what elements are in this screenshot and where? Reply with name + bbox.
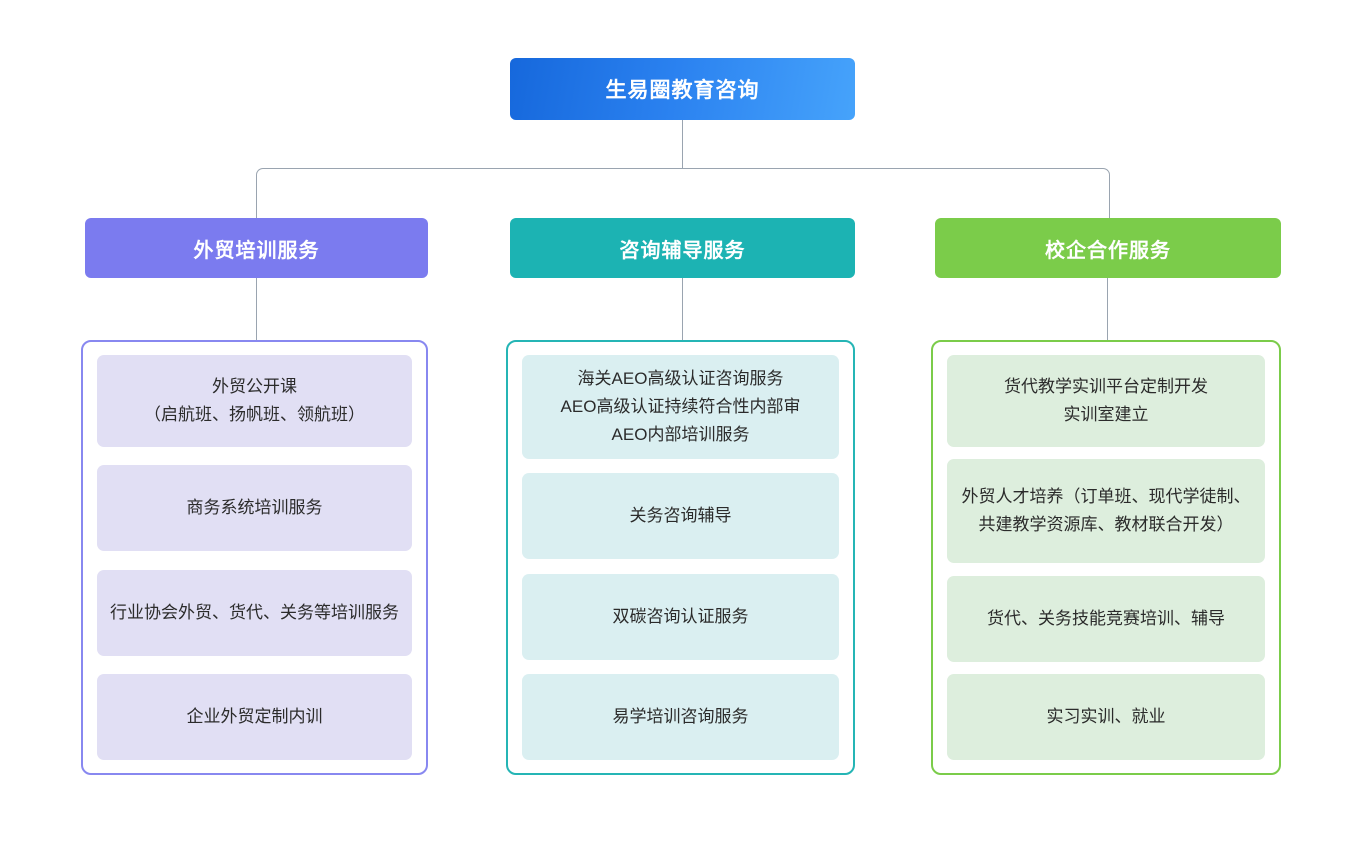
category-header-label-2: 校企合作服务 <box>1045 239 1171 262</box>
service-panel-0: 外贸公开课 （启航班、扬帆班、领航班） 商务系统培训服务 行业协会外贸、货代、关… <box>81 340 428 775</box>
connector-root-down <box>682 120 683 169</box>
service-item[interactable]: 外贸公开课 （启航班、扬帆班、领航班） <box>97 355 412 447</box>
connector-header-panel-1 <box>682 278 683 340</box>
service-item[interactable]: 易学培训咨询服务 <box>522 673 839 760</box>
spacer <box>97 551 412 569</box>
service-panel-2: 货代教学实训平台定制开发 实训室建立 外贸人才培养（订单班、现代学徒制、共建教学… <box>931 340 1281 775</box>
category-header-0[interactable]: 外贸培训服务 <box>85 218 428 278</box>
spacer <box>522 559 839 573</box>
root-node-label: 生易圈教育咨询 <box>605 79 760 102</box>
service-panel-1: 海关AEO高级认证咨询服务 AEO高级认证持续符合性内部审 AEO内部培训服务 … <box>506 340 855 775</box>
service-item[interactable]: 关务咨询辅导 <box>522 473 839 560</box>
spacer <box>522 459 839 473</box>
category-header-label-1: 咨询辅导服务 <box>619 239 746 262</box>
category-header-1[interactable]: 咨询辅导服务 <box>510 218 855 278</box>
connector-header-panel-2 <box>1107 278 1108 340</box>
service-item[interactable]: 企业外贸定制内训 <box>97 673 412 760</box>
service-item[interactable]: 实习实训、就业 <box>947 673 1265 760</box>
service-item[interactable]: 货代教学实训平台定制开发 实训室建立 <box>947 355 1265 447</box>
spacer <box>97 656 412 674</box>
spacer <box>97 447 412 465</box>
root-node[interactable]: 生易圈教育咨询 <box>510 58 855 120</box>
service-item[interactable]: 双碳咨询认证服务 <box>522 573 839 660</box>
category-header-2[interactable]: 校企合作服务 <box>935 218 1281 278</box>
spacer <box>947 447 1265 459</box>
connector-horizontal-bus <box>256 168 1110 219</box>
category-header-label-0: 外贸培训服务 <box>193 239 320 262</box>
service-item[interactable]: 海关AEO高级认证咨询服务 AEO高级认证持续符合性内部审 AEO内部培训服务 <box>522 355 839 459</box>
connector-header-panel-0 <box>256 278 257 340</box>
service-item[interactable]: 外贸人才培养（订单班、现代学徒制、共建教学资源库、教材联合开发） <box>947 459 1265 564</box>
service-item[interactable]: 行业协会外贸、货代、关务等培训服务 <box>97 569 412 656</box>
spacer <box>522 660 839 674</box>
service-item[interactable]: 商务系统培训服务 <box>97 465 412 552</box>
service-item[interactable]: 货代、关务技能竞赛培训、辅导 <box>947 575 1265 662</box>
spacer <box>947 563 1265 575</box>
spacer <box>947 662 1265 674</box>
